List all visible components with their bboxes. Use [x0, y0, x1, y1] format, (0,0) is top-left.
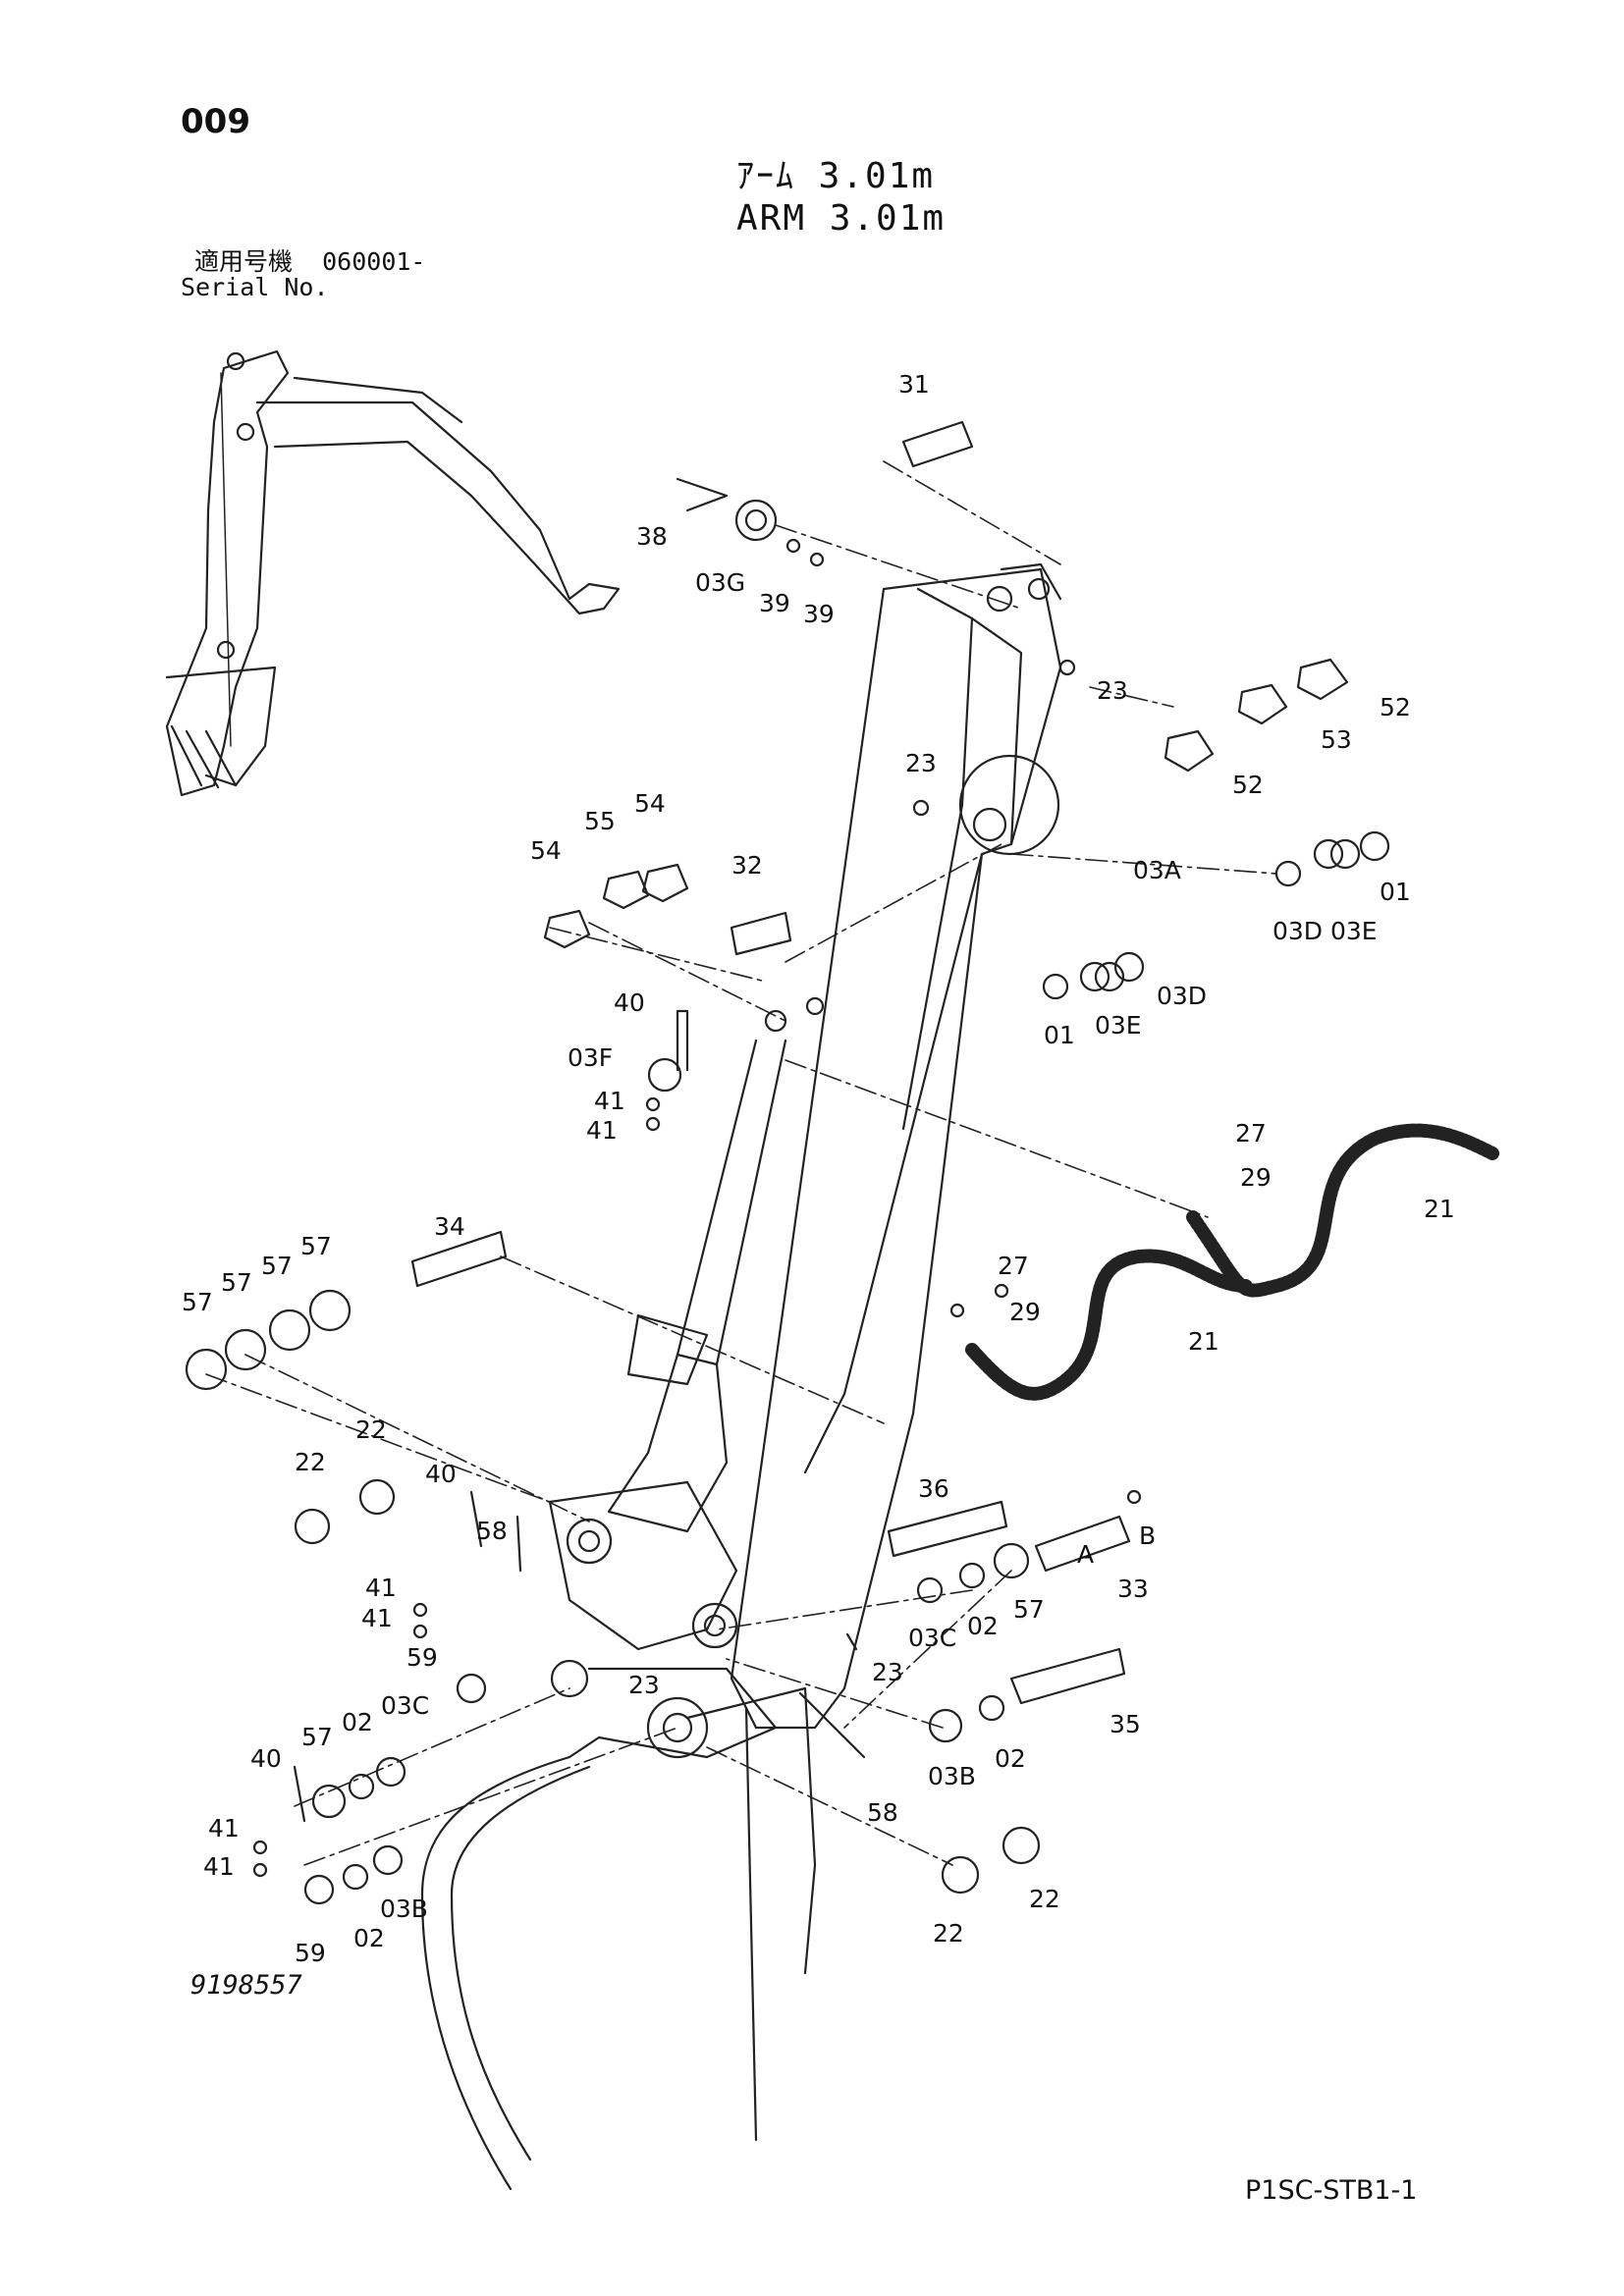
callout-label: 57 [300, 1232, 332, 1260]
callout-label: 03C [381, 1691, 429, 1720]
callout-label: 21 [1188, 1327, 1219, 1356]
callout-label: 52 [1232, 771, 1264, 799]
callout-label: 57 [1013, 1595, 1045, 1624]
callout-label: 54 [530, 836, 562, 865]
callout-label: 41 [594, 1087, 625, 1115]
callout-label: 39 [803, 600, 835, 628]
page-number: 009 [181, 102, 250, 141]
serial-label-english: Serial No. [181, 273, 329, 301]
cylinder-linkage [548, 1039, 787, 1759]
hose-21-lower [965, 1249, 1254, 1401]
callout-label: 53 [1321, 725, 1352, 754]
callout-label: 59 [406, 1643, 438, 1672]
title-japanese: ｱｰﾑ 3.01m [736, 156, 936, 196]
callout-label: 57 [182, 1288, 213, 1316]
callout-label: 23 [628, 1671, 660, 1699]
callout-label: 03B [380, 1895, 428, 1923]
callout-label: 29 [1009, 1298, 1041, 1326]
callout-label: 33 [1117, 1575, 1149, 1603]
callout-label: 41 [586, 1116, 618, 1145]
callout-label: 58 [476, 1517, 508, 1545]
callout-label: 58 [867, 1798, 898, 1827]
callout-label: 03D [1157, 982, 1207, 1010]
callout-label: 21 [1424, 1195, 1455, 1223]
callout-label: A [1077, 1540, 1094, 1569]
callout-label: 03B [928, 1762, 976, 1790]
callout-label: 41 [365, 1574, 397, 1602]
callout-label: 22 [933, 1919, 964, 1948]
callout-label: 02 [995, 1744, 1026, 1773]
callout-labels: 31 38 03G 39 39 23 52 53 52 23 54 55 54 … [182, 370, 1455, 1967]
callout-label: 03E [1095, 1011, 1142, 1040]
callout-label: 38 [636, 522, 668, 551]
callout-label: 27 [998, 1252, 1029, 1280]
callout-label: 40 [250, 1744, 282, 1773]
callout-label: 22 [355, 1415, 387, 1444]
serial-label-japanese: 適用号機 060001- [194, 247, 426, 276]
callout-label: 03G [695, 568, 745, 597]
arm-body [730, 562, 1062, 1730]
callout-label: 03D [1272, 917, 1323, 945]
title-english: ARM 3.01m [736, 198, 947, 239]
callout-label: 02 [342, 1708, 373, 1736]
callout-label: 03F [568, 1043, 613, 1072]
callout-label: 01 [1380, 878, 1411, 906]
callout-label: 23 [872, 1658, 903, 1686]
callout-label: 02 [967, 1612, 999, 1640]
callout-label: 23 [905, 749, 937, 777]
callout-label: 40 [614, 988, 645, 1017]
callout-label: 27 [1235, 1119, 1267, 1148]
callout-label: 52 [1380, 693, 1411, 721]
diagram-linework [165, 349, 1499, 2191]
callout-label: 34 [434, 1212, 465, 1241]
callout-label: 23 [1097, 676, 1128, 705]
callout-label: 40 [425, 1460, 457, 1488]
assembly-leader-lines [205, 460, 1277, 1866]
callout-label: 41 [361, 1604, 393, 1632]
callout-label: 02 [353, 1924, 385, 1952]
callout-label: 22 [295, 1448, 326, 1476]
callout-label: 03A [1133, 856, 1181, 884]
callout-label: 29 [1240, 1163, 1272, 1192]
callout-label: 22 [1029, 1885, 1060, 1913]
callout-label: 57 [221, 1268, 252, 1297]
callout-label: 36 [918, 1474, 949, 1503]
bucket-outline [420, 1686, 817, 2191]
callout-label: 03E [1330, 917, 1378, 945]
drawing-number: 9198557 [190, 1970, 302, 2001]
callout-label: 35 [1110, 1710, 1141, 1738]
callout-label: 59 [295, 1939, 326, 1967]
callout-label: 57 [301, 1723, 333, 1751]
callout-label: 57 [261, 1252, 293, 1280]
sheet-code: P1SC-STB1-1 [1245, 2175, 1418, 2206]
callout-label: 54 [634, 789, 666, 818]
callout-label: 55 [584, 807, 616, 835]
callout-label: 01 [1044, 1021, 1075, 1049]
callout-label: 03C [908, 1624, 956, 1652]
part-shapes [185, 420, 1390, 1905]
callout-label: 41 [208, 1814, 240, 1842]
callout-label: 41 [203, 1852, 235, 1881]
callout-label: 31 [898, 370, 930, 399]
serial-value: 060001- [322, 247, 426, 276]
excavator-inset [165, 349, 621, 797]
callout-label: 39 [759, 589, 790, 617]
callout-label: 32 [731, 851, 763, 880]
callout-label: B [1139, 1522, 1156, 1550]
